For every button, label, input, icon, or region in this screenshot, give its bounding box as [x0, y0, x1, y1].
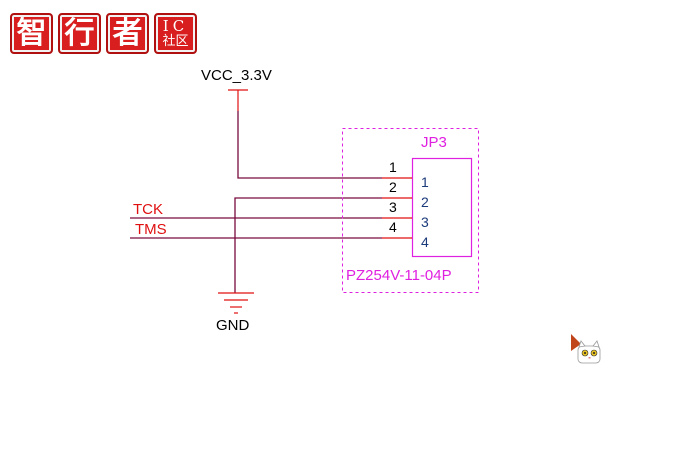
component-jp3[interactable]: JP3 PZ254V-11-04P 1 2 3 4 1 2 3 4 — [342, 128, 479, 293]
component-outline — [342, 128, 479, 293]
gnd-power-port: GND — [216, 292, 254, 334]
cat-ear-right — [592, 340, 600, 348]
net-label-tck: TCK — [133, 201, 163, 218]
gnd-label: GND — [216, 317, 250, 334]
pin-3-name: 3 — [421, 214, 429, 230]
pin-2-number: 2 — [389, 179, 397, 195]
pin-2-name: 2 — [421, 194, 429, 210]
logo-community-text: 社区 — [162, 34, 189, 49]
logo-ic-badge: IC 社区 — [154, 13, 197, 54]
logo-char-3: 者 — [106, 13, 149, 54]
pin-1-name: 1 — [421, 174, 429, 190]
component-designator: JP3 — [421, 134, 447, 151]
pin-1-number: 1 — [389, 159, 397, 175]
pin-4-name: 4 — [421, 234, 429, 250]
vcc-label: VCC_3.3V — [201, 67, 272, 84]
wire-vcc-pin1 — [237, 111, 382, 179]
cat-cursor-icon — [571, 334, 601, 364]
pin-4-number: 4 — [389, 219, 397, 235]
vcc-power-port: VCC_3.3V — [201, 67, 272, 111]
logo-char-1: 智 — [10, 13, 53, 54]
net-label-tms: TMS — [135, 221, 167, 238]
logo-char-2: 行 — [58, 13, 101, 54]
cursor-arrow-shape — [571, 334, 581, 351]
pin-3-number: 3 — [389, 199, 397, 215]
component-part-number: PZ254V-11-04P — [346, 267, 452, 284]
cat-ear-left — [578, 340, 586, 348]
site-logo: 智 行 者 IC 社区 — [10, 13, 197, 54]
wire-gnd-pin2 — [234, 197, 382, 293]
component-body — [411, 157, 473, 258]
logo-ic-text: IC — [162, 17, 189, 35]
